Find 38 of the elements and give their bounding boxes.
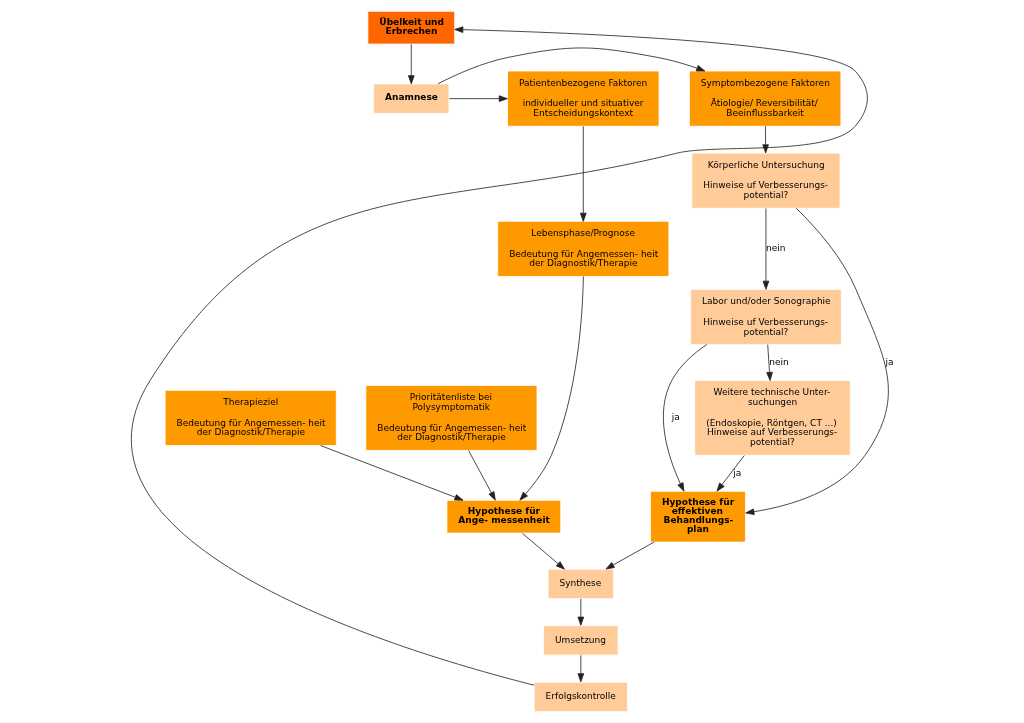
node-box: Weitere technische Unter- suchungen (Endoskopie, Röntgen, CT ...) Hinweise auf Verbesserungs- potential? <box>693 380 851 456</box>
arrow <box>519 276 584 501</box>
arrow <box>662 344 707 492</box>
node-box: Labor und/oder Sonographie Hinweise uf Verbesserungs- potential? <box>689 289 842 346</box>
arrow <box>577 598 584 626</box>
edge-label: nein <box>765 243 785 254</box>
node-box: Anamnese <box>372 83 449 114</box>
arrow <box>467 450 496 501</box>
arrow <box>132 26 868 686</box>
node-box: Körperliche Untersuchung Hinweise uf Verbesserungs- potential? <box>690 152 840 209</box>
edge-label: ja <box>885 356 894 367</box>
node-box: Patientenbezogene Faktoren individueller und situativer Entscheidungskontext <box>506 70 659 127</box>
arrow <box>577 654 584 683</box>
arrow <box>319 445 463 501</box>
arrow <box>761 125 769 154</box>
arrow <box>765 344 773 381</box>
node-box: Synthese <box>547 568 614 600</box>
edge-label: ja <box>732 467 741 478</box>
edge-label: nein <box>768 356 789 367</box>
arrow <box>762 208 769 290</box>
node-box: Therapieziel Bedeutung für Angemessen- heit der Diagnostik/Therapie <box>164 389 337 446</box>
arrow <box>407 43 415 85</box>
edge-label: ja <box>671 412 680 423</box>
node-box: Umsetzung <box>542 625 618 656</box>
node-box: Übelkeit und Erbrechen <box>366 10 455 45</box>
arrow <box>744 207 889 515</box>
node-box: Hypothese für effektiven Behandlungs- plan <box>649 490 746 543</box>
arrow <box>448 95 508 102</box>
arrow <box>605 541 654 570</box>
node-box: Prioritätenliste bei Polysymptomatik Bedeutung für Angemessen- heit der Diagnostik/Therapie <box>364 385 537 451</box>
node-box: Hypothese für Ange- messenheit <box>446 499 561 534</box>
arrow <box>437 47 705 85</box>
arrow <box>521 533 565 570</box>
node-box: Symptombezogene Faktoren Ätiologie/ Reversibilität/ Beeinflussbarkeit <box>688 70 841 127</box>
node-box: Lebensphase/Prognose Bedeutung für Angemessen- heit der Diagnostik/Therapie <box>496 220 669 277</box>
arrow <box>716 455 745 492</box>
arrow <box>579 125 587 222</box>
node-box: Erfolgskontrolle <box>533 681 628 713</box>
